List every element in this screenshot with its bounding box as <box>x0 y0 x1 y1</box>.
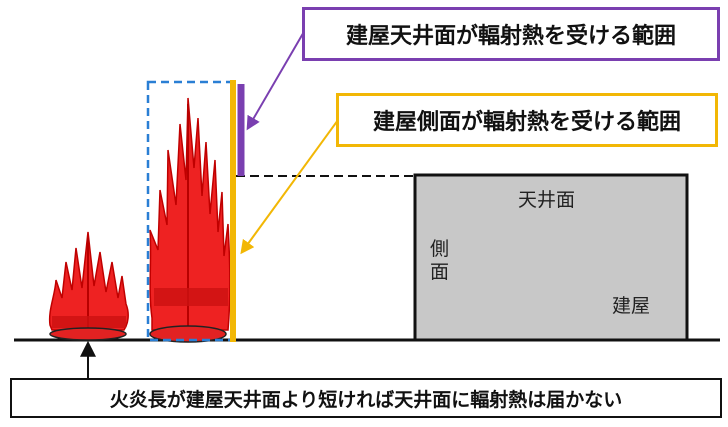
side-range-arrow <box>240 119 339 255</box>
small-flame <box>48 231 129 341</box>
caption-box: 火炎長が建屋天井面より短ければ天井面に輻射熱は届かない <box>10 378 722 418</box>
building-label: 建屋 <box>612 295 650 317</box>
building-box <box>413 173 689 342</box>
side-range-callout-text: 建屋側面が輻射熱を受ける範囲 <box>372 110 681 135</box>
side-label-bottom: 面 <box>430 261 449 283</box>
large-flame <box>149 97 231 343</box>
ceiling-label: 天井面 <box>518 189 575 211</box>
caption-text: 火炎長が建屋天井面より短ければ天井面に輻射熱は届かない <box>109 388 623 411</box>
side-range-callout: 建屋側面が輻射熱を受ける範囲 <box>336 93 718 147</box>
ceiling-range-arrow <box>246 29 306 131</box>
side-label-top: 側 <box>430 238 449 260</box>
ceiling-range-callout-text: 建屋天井面が輻射熱を受ける範囲 <box>345 24 676 49</box>
ceiling-range-callout: 建屋天井面が輻射熱を受ける範囲 <box>302 7 720 61</box>
